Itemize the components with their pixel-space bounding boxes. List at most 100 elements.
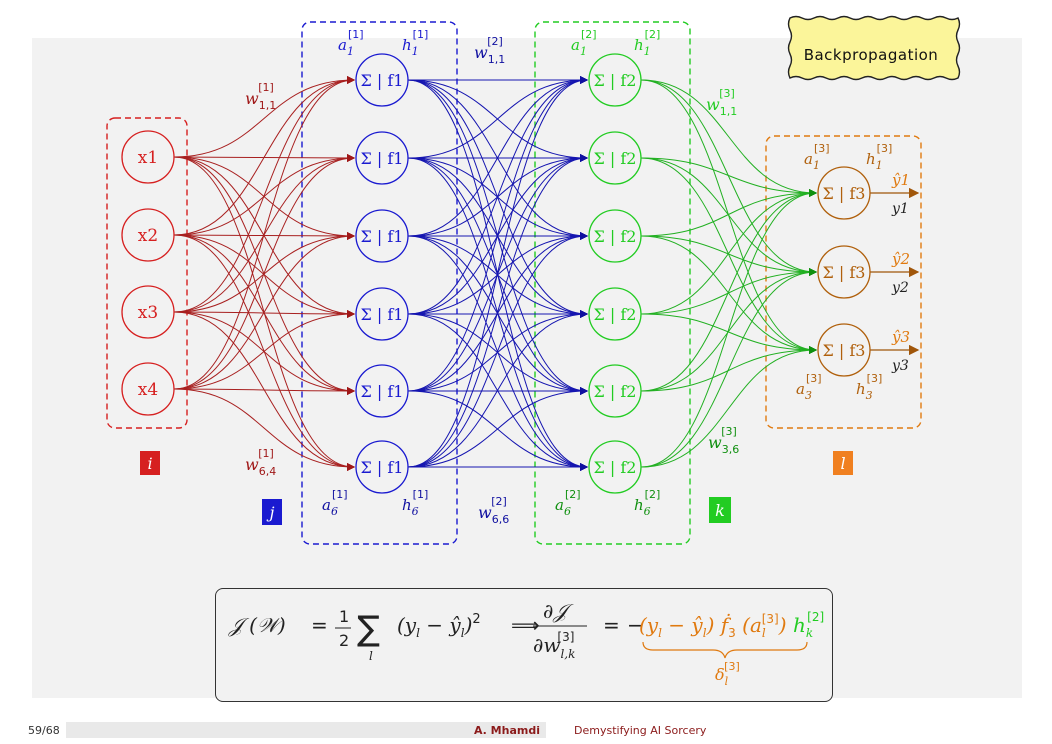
svg-text:⟹: ⟹ <box>511 613 540 637</box>
footer-author: A. Mhamdi <box>473 724 540 737</box>
connection-edge <box>640 268 817 468</box>
svg-text:−: − <box>627 613 644 637</box>
connection-edge <box>407 310 588 468</box>
formula-delta: δl[3] <box>715 660 740 688</box>
footer: 59/68 A. Mhamdi Demystifying AI Sorcery <box>0 716 1052 744</box>
connection-edge <box>173 386 355 395</box>
edges-hidden2-output <box>640 79 817 468</box>
weight-w11-2: w1,1[2] <box>474 35 505 66</box>
prediction-label: ŷ1 <box>891 171 910 189</box>
layer-index-j: j <box>267 503 275 522</box>
target-label: y3 <box>891 358 909 374</box>
prediction-label: ŷ3 <box>891 328 910 346</box>
slide-title: Backpropagation <box>803 46 939 64</box>
weight-w11-3: w1,1[3] <box>706 87 737 118</box>
layer-index-k-badge <box>709 497 731 523</box>
input-node-2-circle <box>121 208 175 262</box>
connection-edge <box>173 76 355 390</box>
target-label: y2 <box>891 280 909 296</box>
prediction-label: ŷ2 <box>891 250 910 268</box>
hidden1-node-3-circle <box>355 209 409 263</box>
hidden1-node-5-label: Σ | f1 <box>361 382 404 401</box>
connection-edge <box>407 76 588 315</box>
svg-text:=: = <box>311 613 328 637</box>
weight-w11-1: w1,1[1] <box>245 81 276 112</box>
svg-text:hk[2]: hk[2] <box>793 610 824 640</box>
hidden1-node-2-circle <box>355 131 409 185</box>
svg-text:2: 2 <box>339 631 349 650</box>
svg-text:(yl − ŷl) ḟ3 (al[3]): (yl − ŷl) ḟ3 (al[3]) <box>639 612 787 640</box>
hidden2-node-5-circle <box>588 364 642 418</box>
connection-edge <box>407 76 588 159</box>
h1-top-h-label: h1[1] <box>402 28 428 58</box>
layer-index-l: l <box>840 454 845 473</box>
output-predictions: ŷ1 y1 ŷ2 y2 ŷ3 y3 <box>891 171 910 374</box>
input-node-4-circle <box>121 362 175 416</box>
out-top-a-label: a1[3] <box>804 142 830 172</box>
hidden1-node-2-label: Σ | f1 <box>361 149 404 168</box>
weight-w64-1: w6,4[1] <box>245 447 276 478</box>
output-node-2-label: Σ | f3 <box>823 263 866 282</box>
connection-edge <box>173 76 355 158</box>
layer-index-i-badge <box>140 451 160 475</box>
layer-index-j-badge <box>262 499 282 525</box>
connection-edge <box>640 189 817 237</box>
hidden2-layer-box <box>534 21 691 545</box>
connection-edge <box>407 232 588 468</box>
input-node-2-label: x2 <box>138 226 158 246</box>
hidden2-node-4-label: Σ | f2 <box>594 305 637 324</box>
connection-edge <box>173 76 355 236</box>
hidden1-node-4-circle <box>355 287 409 341</box>
input-node-3-circle <box>121 285 175 339</box>
connection-edge <box>173 76 355 313</box>
connection-edge <box>407 76 588 468</box>
hidden2-node-4-circle <box>588 287 642 341</box>
layer-index-i: i <box>147 454 152 473</box>
connection-edge <box>640 346 817 468</box>
out-top-h-label: h1[3] <box>866 142 892 172</box>
output-node-3-circle <box>817 323 871 377</box>
hidden2-node-2-label: Σ | f2 <box>594 149 637 168</box>
hidden2-node-6-label: Σ | f2 <box>594 458 637 477</box>
h1-bottom-a-label: a6[1] <box>322 488 348 518</box>
hidden2-node-1-circle <box>588 53 642 107</box>
connection-edge <box>173 154 355 390</box>
h2-top-h-label: h1[2] <box>634 28 660 58</box>
target-label: y1 <box>891 201 909 217</box>
hidden2-node-3-label: Σ | f2 <box>594 227 637 246</box>
hidden1-node-6-label: Σ | f1 <box>361 458 404 477</box>
edges-hidden1-hidden2 <box>407 76 588 471</box>
input-node-4-label: x4 <box>138 380 158 400</box>
input-node-1-label: x1 <box>138 148 158 168</box>
hidden1-node-6-circle <box>355 440 409 494</box>
hidden2-node-6-circle <box>588 440 642 494</box>
hidden1-node-3-label: Σ | f1 <box>361 227 404 246</box>
h1-top-a-label: a1[1] <box>338 28 364 58</box>
out-bottom-h-label: h3[3] <box>856 372 882 402</box>
edges-input-hidden1 <box>173 76 355 471</box>
hidden1-node-5-circle <box>355 364 409 418</box>
footer-talk-title: Demystifying AI Sorcery <box>574 724 707 737</box>
svg-text:1: 1 <box>339 607 349 626</box>
svg-text:(yl − ŷl)2: (yl − ŷl)2 <box>397 612 481 640</box>
connection-edge <box>640 157 817 197</box>
hidden2-node-1-label: Σ | f2 <box>594 71 637 90</box>
connection-edge <box>640 189 817 392</box>
hidden2-node-5-label: Σ | f2 <box>594 382 637 401</box>
formula-box <box>215 588 833 702</box>
connection-edge <box>407 387 588 468</box>
h2-bottom-a-label: a6[2] <box>555 488 581 518</box>
connection-edge <box>640 189 817 315</box>
input-node-1-circle <box>121 130 175 184</box>
layer-index-k: k <box>715 501 725 520</box>
svg-text:∂wl,k[3]: ∂wl,k[3] <box>533 630 575 661</box>
output-node-1-label: Σ | f3 <box>823 184 866 203</box>
connection-edge <box>407 154 588 468</box>
connection-edge <box>407 76 588 237</box>
input-layer-box <box>106 117 188 429</box>
svg-text:∂𝒥: ∂𝒥 <box>543 599 574 623</box>
connection-edge <box>640 189 817 468</box>
input-node-3-label: x3 <box>138 303 158 323</box>
